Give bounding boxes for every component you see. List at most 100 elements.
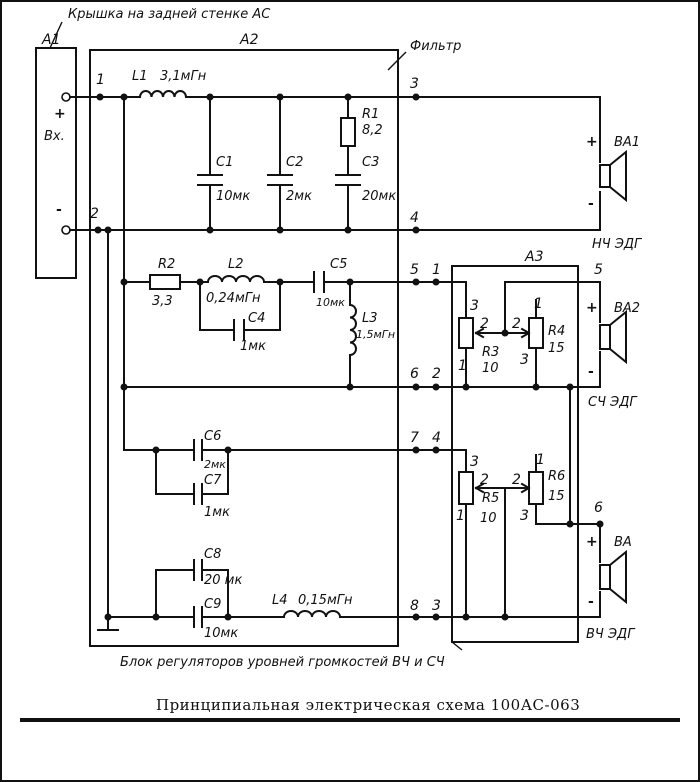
- r5-ref: R5: [482, 491, 499, 506]
- ba3-ref: ВА: [614, 535, 632, 550]
- a3-label: A3: [524, 249, 543, 265]
- a3-pin-3: 3: [432, 598, 441, 614]
- speaker-ba3-icon: [599, 549, 627, 605]
- c8-symbol: [193, 559, 203, 581]
- c4-value: 1мк: [240, 339, 266, 354]
- c9-symbol: [193, 606, 203, 628]
- c9-ref: C9: [204, 597, 221, 612]
- c6-ref: C6: [204, 429, 221, 444]
- ba1-minus: -: [588, 196, 594, 212]
- r3-pin3: 3: [470, 298, 479, 314]
- filter-label: Фильтр: [410, 39, 461, 54]
- a2-pin-5: 5: [410, 262, 419, 278]
- a3-pin-1: 1: [432, 262, 441, 278]
- c3-symbol: [335, 174, 361, 186]
- r4-symbol: [528, 317, 544, 349]
- l1-value: 3,1мГн: [160, 69, 207, 84]
- r6-ref: R6: [548, 469, 565, 484]
- c4-ref: C4: [248, 311, 265, 326]
- a2-pin-1: 1: [96, 72, 105, 88]
- l4-ref: L4: [272, 593, 288, 608]
- c1-symbol: [197, 174, 223, 186]
- c3-ref: C3: [362, 155, 379, 170]
- r4-pin3: 3: [520, 352, 529, 368]
- r4-ref: R4: [548, 324, 565, 339]
- r5-pin1: 1: [456, 508, 465, 524]
- r5-pin3: 3: [470, 454, 479, 470]
- r3-wiper: [474, 327, 491, 339]
- l2-ref: L2: [228, 257, 244, 272]
- speaker-ba1-icon: [599, 149, 627, 203]
- bottom-note-leader: [451, 641, 463, 651]
- r5-pin2: 2: [480, 472, 489, 488]
- a1-leader: [49, 21, 63, 49]
- bottom-note: Блок регуляторов уровней громкостей ВЧ и…: [120, 655, 445, 670]
- c1-value: 10мк: [216, 189, 250, 204]
- r3-symbol: [458, 317, 474, 349]
- ba3-name: ВЧ ЭДГ: [586, 627, 636, 642]
- a2-pin-2: 2: [90, 206, 99, 222]
- r3-pin2: 2: [480, 316, 489, 332]
- l3-ref: L3: [362, 311, 378, 326]
- input-plus-terminal: [61, 92, 71, 102]
- r6-pin2: 2: [512, 472, 521, 488]
- ba2-plus: +: [586, 300, 598, 316]
- ba1-name: НЧ ЭДГ: [592, 237, 643, 252]
- ba1-plus: +: [586, 134, 598, 150]
- c2-ref: C2: [286, 155, 303, 170]
- r5-symbol: [458, 471, 474, 505]
- c2-value: 2мк: [286, 189, 312, 204]
- l2-value: 0,24мГн: [206, 291, 261, 306]
- r6-value: 15: [548, 489, 565, 504]
- c3-value: 20мк: [362, 189, 396, 204]
- c6-symbol: [193, 439, 203, 461]
- c8-value: 20 мк: [204, 573, 242, 588]
- c1-ref: C1: [216, 155, 233, 170]
- r4-value: 15: [548, 341, 565, 356]
- c7-symbol: [193, 483, 203, 505]
- l3-value: 1,5мГн: [356, 328, 395, 341]
- r1-ref: R1: [362, 107, 379, 122]
- r4-pin2: 2: [512, 316, 521, 332]
- l4-value: 0,15мГн: [298, 593, 353, 608]
- r2-symbol: [149, 274, 181, 290]
- r4-pin1: 1: [534, 296, 543, 312]
- a2-pin-4: 4: [410, 210, 419, 226]
- a1-box: [35, 47, 77, 279]
- r1-symbol: [340, 117, 356, 147]
- cover-note: Крышка на задней стенке АС: [68, 7, 271, 22]
- c2-symbol: [267, 174, 293, 186]
- a2-pin-8: 8: [410, 598, 419, 614]
- a1-label: A1: [41, 32, 60, 48]
- ba1-ref: ВА1: [614, 135, 640, 150]
- a3-pin-6: 6: [594, 500, 603, 516]
- a2-label: A2: [239, 32, 259, 48]
- r4-wiper: [514, 327, 531, 339]
- a2-box: [89, 49, 399, 647]
- r3-pin1: 1: [458, 358, 467, 374]
- input-minus-terminal: [61, 225, 71, 235]
- c5-ref: C5: [330, 257, 347, 272]
- caption: Принципиальная электрическая схема 100АС…: [156, 696, 580, 714]
- a2-pin-6: 6: [410, 366, 419, 382]
- r2-ref: R2: [158, 257, 175, 272]
- r3-value: 10: [482, 361, 499, 376]
- ba2-minus: -: [588, 364, 594, 380]
- l1-ref: L1: [132, 69, 148, 84]
- r6-pin3: 3: [520, 508, 529, 524]
- r6-wiper: [514, 482, 531, 494]
- r6-symbol: [528, 471, 544, 505]
- a3-pin-4: 4: [432, 430, 441, 446]
- c7-value: 1мк: [204, 505, 230, 520]
- a3-pin-2: 2: [432, 366, 441, 382]
- a2-pin-3: 3: [410, 76, 419, 92]
- c6-value: 2мк: [204, 458, 226, 471]
- ba3-plus: +: [586, 534, 598, 550]
- ba2-ref: ВА2: [614, 301, 640, 316]
- junctions: [94, 93, 604, 621]
- c5-value: 10мк: [316, 296, 345, 309]
- l3-symbol: [348, 303, 357, 357]
- l4-symbol: [282, 610, 342, 619]
- c5-symbol: [313, 271, 325, 293]
